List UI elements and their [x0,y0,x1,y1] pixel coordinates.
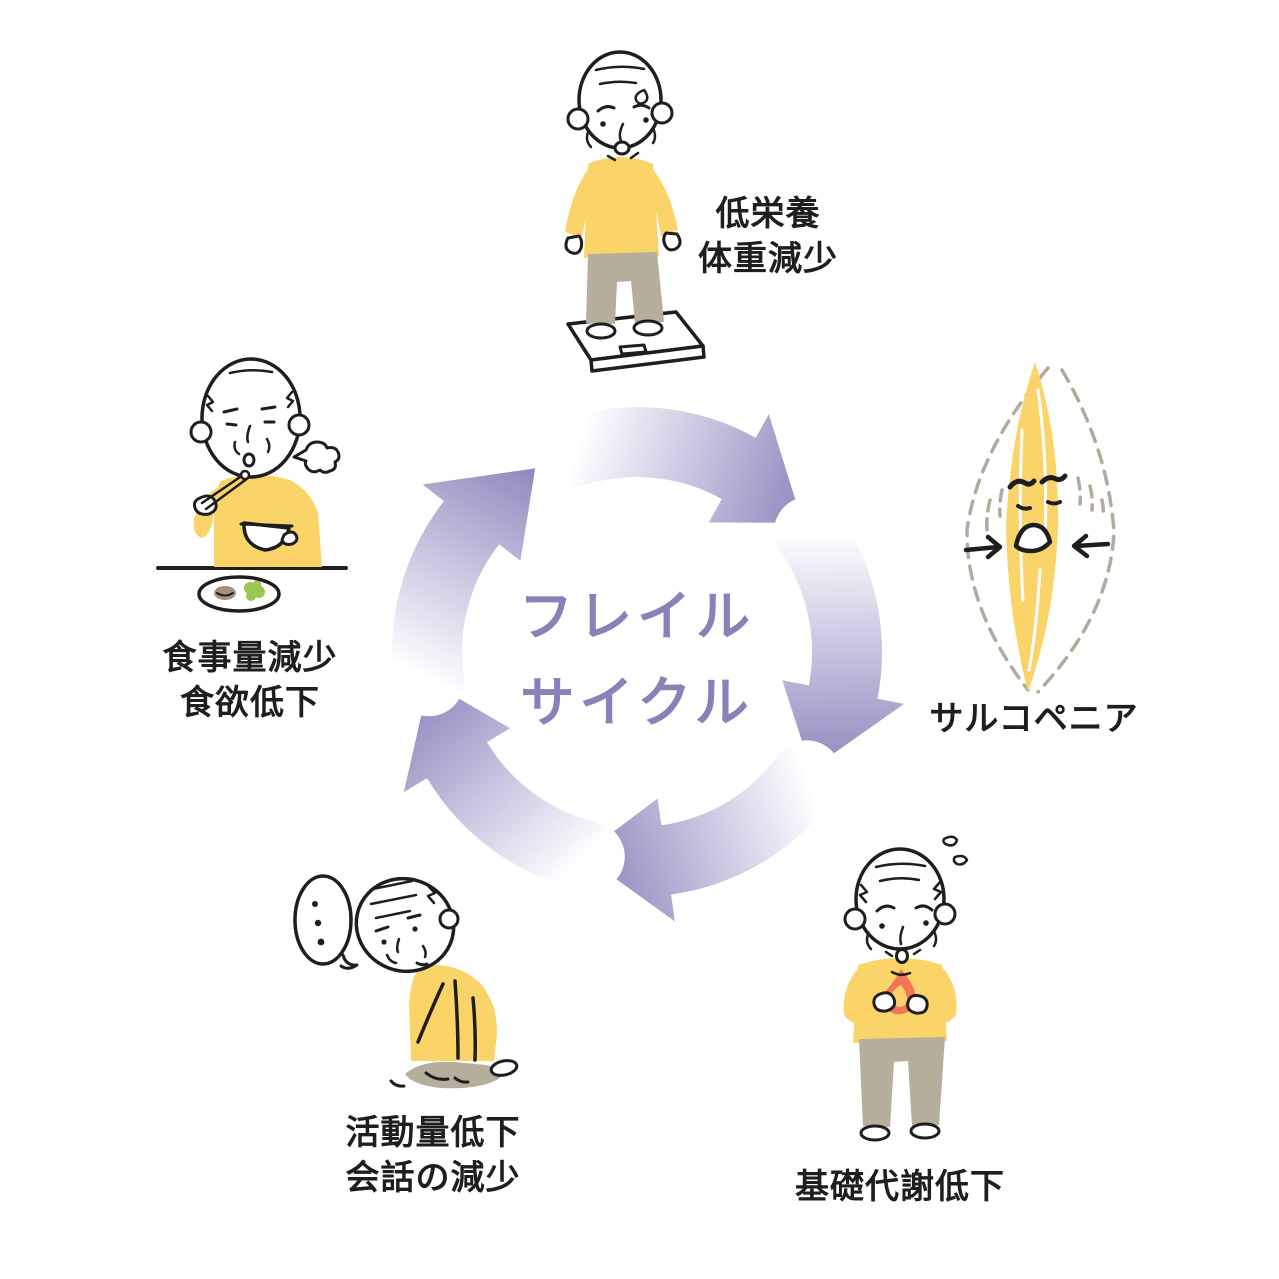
cycle-arrow-head [582,798,675,922]
sweater [214,474,322,567]
muscle-sad-face [1007,473,1068,554]
cycle-arrow-arc [774,496,882,728]
pants [859,1037,945,1127]
plate [197,575,281,613]
folded-legs [405,1061,501,1089]
compress-arrow-right-icon [1071,533,1111,559]
label-sarcopenia: サルコペニア [929,699,1139,739]
elderly-man-face [189,357,311,479]
sweat-drop-icon [634,88,649,105]
label-basal-metabolism: 基礎代謝低下 [795,1167,1005,1207]
cycle-arrows [392,407,904,922]
label-low-appetite: 食事量減少 食欲低下 [162,638,338,723]
elderly-man-face [843,847,957,976]
cycle-title-line2: サイクル [520,671,754,734]
label-low-nutrition: 低栄養 体重減少 [698,194,838,279]
sweater [409,964,498,1061]
illustration-sarcopenia [963,362,1116,694]
food-item [214,586,236,600]
illustration-basal-metabolism [843,835,969,1142]
cycle-arrow-arc [631,740,842,895]
chopsticks [192,469,251,516]
compress-arrow-left-icon [963,534,1003,560]
cycle-title-line1: フレイル [519,585,755,648]
cycle-arrow-arc [392,487,507,717]
sweat-drop-icon [942,835,959,847]
illustration-low-appetite [156,357,348,613]
broccoli-icon [244,580,265,601]
label-low-activity: 活動量低下 会話の減少 [345,1113,521,1198]
elderly-man-face [566,50,674,162]
scale-display [618,343,648,356]
sweater [584,157,659,258]
illustration-low-nutrition [564,50,706,373]
cycle-arrow-arc [540,407,774,504]
illustration-low-activity [293,874,519,1089]
pants [586,252,664,324]
speech-bubble [293,874,359,970]
rice-bowl [239,521,299,552]
cycle-arrow-head [422,468,536,561]
cycle-arrow-head [708,414,803,523]
sigh-puff-icon [292,440,341,474]
muscle-former-outline [965,366,1050,692]
cycle-arrow-arc [421,725,625,892]
elderly-man-face [354,876,460,974]
